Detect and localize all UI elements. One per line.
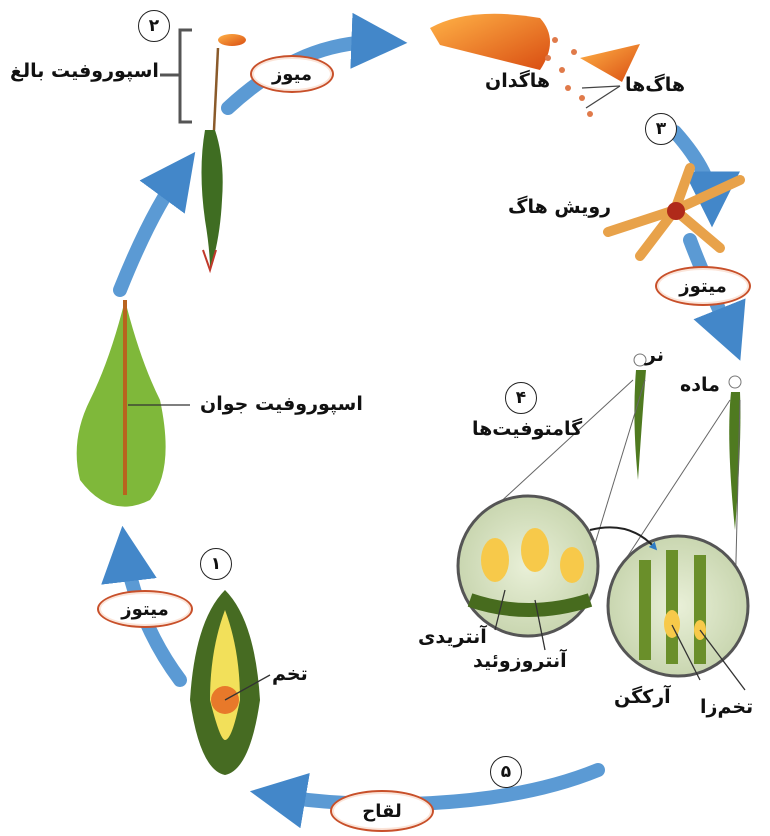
step-number-4: ۴ [505, 382, 537, 414]
label-gametophytes: گامتوفیت‌ها [472, 420, 582, 439]
spores-dots [545, 37, 593, 117]
label-antheridium: آنتریدی [418, 628, 487, 647]
label-male: نر [645, 346, 664, 365]
female-gametophyte [729, 376, 741, 530]
step-number-3: ۳ [645, 113, 677, 145]
archegonium-zoom-circle [608, 536, 748, 676]
step-number-1: ۱ [200, 548, 232, 580]
pill-meiosis: میوز [250, 55, 334, 93]
arrow-fertilization [272, 770, 598, 804]
step-number-5: ۵ [490, 756, 522, 788]
label-archegonium: آرکگن [614, 688, 671, 707]
antheridium-zoom-circle [458, 496, 598, 636]
adult-sporophyte-illustration [202, 34, 247, 270]
pill-mitosis-left: میتوز [97, 590, 193, 628]
pill-fertilization: لقاح [330, 790, 434, 832]
spore-germ-cell [667, 202, 685, 220]
label-spore-germination: رویش هاگ [508, 198, 611, 217]
label-sporangium: هاگدان [485, 72, 550, 91]
adult-bracket [160, 30, 192, 122]
label-female: ماده [680, 376, 720, 395]
embryo-illustration [190, 590, 260, 775]
male-gametophyte [634, 354, 646, 480]
pill-mitosis-right: میتوز [655, 266, 751, 306]
label-egg: تخم‌زا [700, 698, 753, 717]
label-antherozoid: آنتروزوئید [473, 652, 567, 671]
label-adult-sporophyte: اسپوروفیت بالغ [10, 62, 159, 81]
label-spores: هاگ‌ها [625, 76, 685, 95]
step-number-2: ۲ [138, 10, 170, 42]
label-zygote: تخم [272, 665, 308, 684]
young-sporophyte-illustration [77, 300, 166, 507]
label-young-sporophyte: اسپوروفیت جوان [200, 395, 363, 414]
arrow-to-adult [120, 170, 182, 290]
spores-pointer [582, 86, 620, 108]
